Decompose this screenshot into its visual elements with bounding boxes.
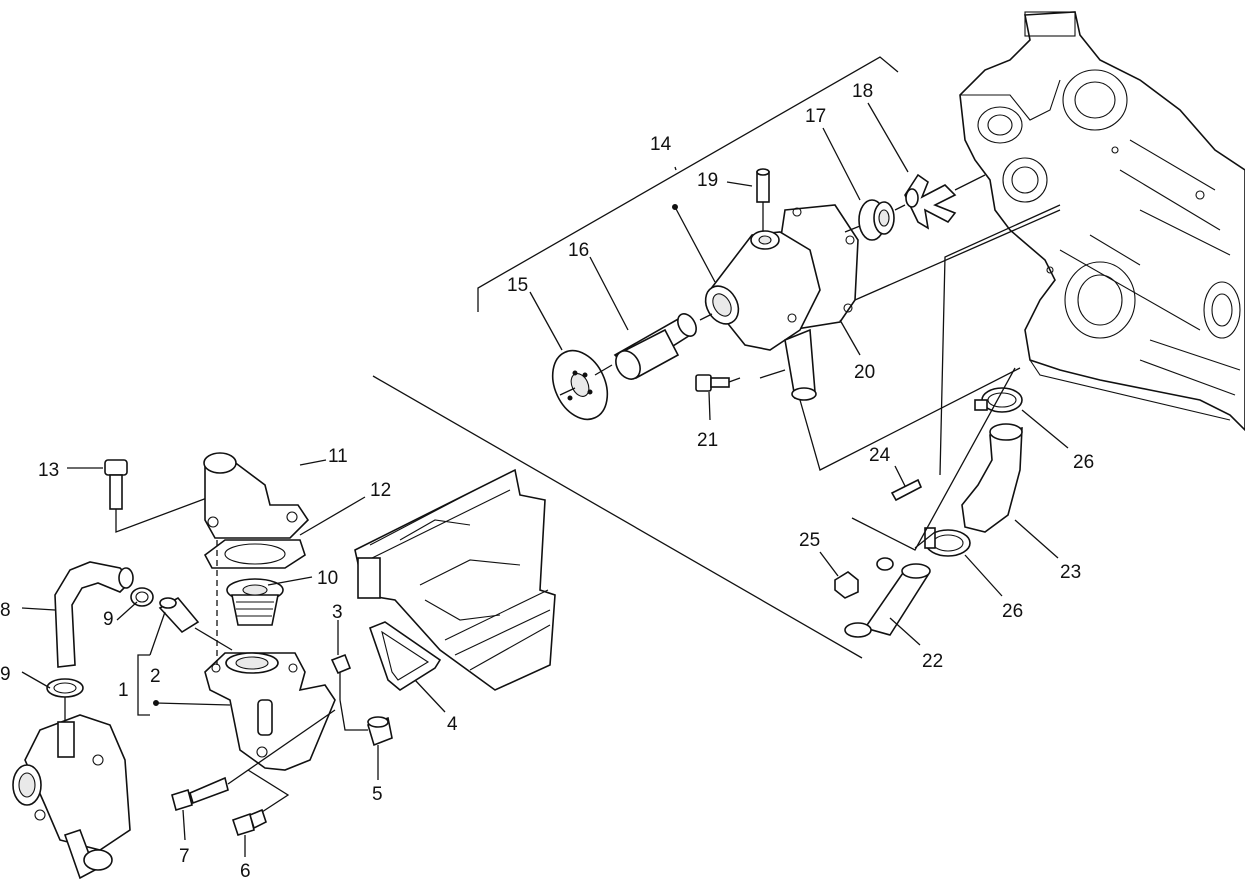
callout-6: 6 <box>240 861 251 882</box>
bolt-21 <box>695 374 730 392</box>
pulley-flange-15 <box>551 349 609 421</box>
callout-10: 10 <box>317 568 338 589</box>
marker-dot-1 <box>153 700 159 706</box>
assembly-bracket-14 <box>477 56 899 312</box>
plug-3 <box>330 653 352 700</box>
thermostat-10 <box>226 578 284 626</box>
callout-2: 2 <box>150 666 161 687</box>
bolt-6 <box>231 769 290 836</box>
hose-clamp-9-upper <box>130 587 154 607</box>
callout-13: 13 <box>38 460 59 481</box>
callout-numbers: 1 2 3 4 5 6 7 8 9 9 10 11 12 13 14 15 16… <box>0 81 1094 882</box>
callout-17: 17 <box>805 106 826 127</box>
leader-lines <box>21 102 1069 857</box>
callout-9-upper: 9 <box>103 609 114 630</box>
shaft-bearing-16 <box>613 313 697 380</box>
callout-5: 5 <box>372 784 383 805</box>
callout-24: 24 <box>869 445 891 466</box>
callout-26-upper: 26 <box>1073 452 1094 473</box>
bolt-13 <box>104 459 216 533</box>
dowel-pin-19 <box>756 168 770 232</box>
callout-7: 7 <box>179 846 190 867</box>
callout-23: 23 <box>1060 562 1081 583</box>
callout-21: 21 <box>697 430 718 451</box>
callout-1: 1 <box>118 680 129 701</box>
thermostat-cover-11 <box>203 452 310 539</box>
marker-dot-14 <box>672 204 678 210</box>
callout-12: 12 <box>370 480 391 501</box>
cylinder-head <box>354 468 556 691</box>
callout-3: 3 <box>332 602 343 623</box>
gasket-12 <box>203 539 306 569</box>
callout-11: 11 <box>328 446 348 467</box>
gasket-4 <box>368 621 442 691</box>
callout-25: 25 <box>799 530 820 551</box>
engine-block <box>959 11 1245 432</box>
callout-14: 14 <box>650 134 672 155</box>
water-pump-small <box>12 714 131 880</box>
callout-8: 8 <box>0 600 11 621</box>
callout-20: 20 <box>854 362 875 383</box>
plug-5 <box>339 699 393 747</box>
callout-19: 19 <box>697 170 718 191</box>
thermostat-housing-1 <box>204 540 336 771</box>
hose-set <box>834 204 1061 638</box>
section-divider <box>372 375 863 659</box>
mechanical-seal-17 <box>858 199 895 241</box>
bolt-7 <box>171 709 336 812</box>
bypass-hose-8 <box>54 561 134 668</box>
impeller-18 <box>904 173 957 230</box>
callout-18: 18 <box>852 81 873 102</box>
callout-15: 15 <box>507 275 528 296</box>
callout-22: 22 <box>922 651 943 672</box>
callout-26-lower: 26 <box>1002 601 1023 622</box>
bypass-pipe-2 <box>158 596 233 651</box>
callout-9-lower: 9 <box>0 664 11 685</box>
pump-body-14 <box>704 204 859 401</box>
callout-4: 4 <box>447 714 458 735</box>
pump-axis-lines <box>559 174 1061 471</box>
callout-16: 16 <box>568 240 589 261</box>
